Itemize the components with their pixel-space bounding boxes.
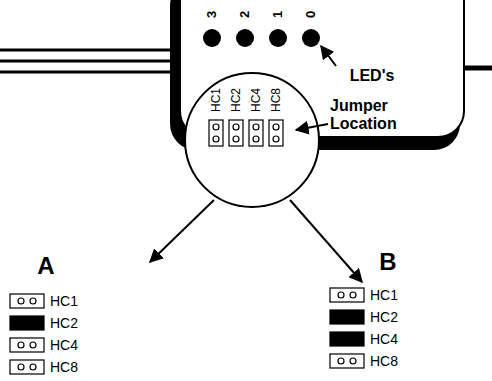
jumper-name: HC2 xyxy=(230,88,242,112)
led-lamps xyxy=(203,29,320,47)
jumper-setting-a xyxy=(10,294,44,374)
led-number: 1 xyxy=(271,10,284,17)
jumper-setting-b xyxy=(330,288,364,368)
led-number: 3 xyxy=(205,10,218,17)
pointer-arrows xyxy=(150,46,362,282)
jumper-name: HC1 xyxy=(370,288,398,302)
jumper-name: HC1 xyxy=(210,88,222,112)
setting-letter: A xyxy=(37,254,54,278)
led-number: 2 xyxy=(238,10,251,17)
jumper-name: HC1 xyxy=(50,294,78,308)
magnifier-circle xyxy=(185,73,319,207)
jumper-pins xyxy=(209,120,283,146)
setting-letter: B xyxy=(379,250,396,274)
jumper-name: HC8 xyxy=(50,360,78,374)
callout-label: LED's xyxy=(350,68,395,84)
jumper-name: HC4 xyxy=(250,88,262,112)
jumper-name: HC2 xyxy=(370,310,398,324)
jumper-name: HC8 xyxy=(270,88,282,112)
jumper-name: HC8 xyxy=(370,354,398,368)
led-number: 0 xyxy=(304,10,317,17)
jumper-name: HC4 xyxy=(50,338,78,352)
callout-label: Jumper Location xyxy=(330,97,410,132)
jumper-name: HC4 xyxy=(370,332,398,346)
jumper-name: HC2 xyxy=(50,316,78,330)
